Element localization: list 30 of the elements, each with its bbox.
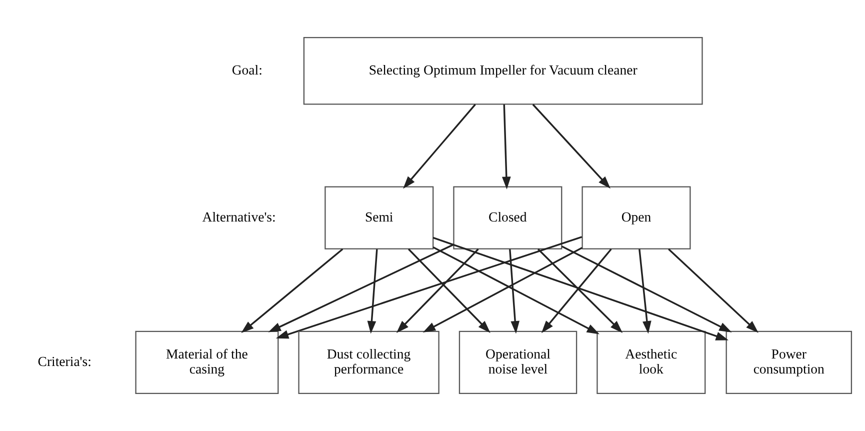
arrow	[403, 104, 476, 189]
arrow	[562, 246, 732, 332]
arrow	[502, 104, 511, 190]
node-box: Selecting Optimum Impeller for Vacuum cleaner	[303, 37, 703, 105]
arrow	[268, 244, 454, 332]
arrow	[509, 249, 520, 334]
node-box: Power consumption	[726, 330, 852, 394]
node-box: Operational noise level	[458, 330, 578, 394]
node-box: Open	[582, 186, 691, 250]
arrow	[668, 248, 758, 333]
node-box: Closed	[453, 186, 562, 250]
arrow	[367, 249, 378, 334]
label: Goal:	[232, 62, 262, 78]
arrow	[532, 104, 610, 189]
arrow	[396, 248, 479, 333]
arrow	[541, 248, 612, 334]
label: Criteria's:	[38, 354, 92, 369]
label: Alternative's:	[202, 209, 276, 224]
arrow	[408, 248, 490, 333]
arrow	[432, 246, 600, 334]
arrow	[538, 248, 623, 333]
node-box: Semi	[324, 186, 434, 250]
arrow	[241, 248, 344, 334]
arrow	[432, 236, 728, 340]
node-box: Dust collecting performance	[298, 330, 440, 394]
arrow	[422, 246, 583, 333]
node-box: Aesthetic look	[596, 330, 706, 394]
arrow	[638, 249, 652, 334]
node-box: Material of the casing	[135, 330, 279, 394]
arrow	[276, 236, 582, 339]
